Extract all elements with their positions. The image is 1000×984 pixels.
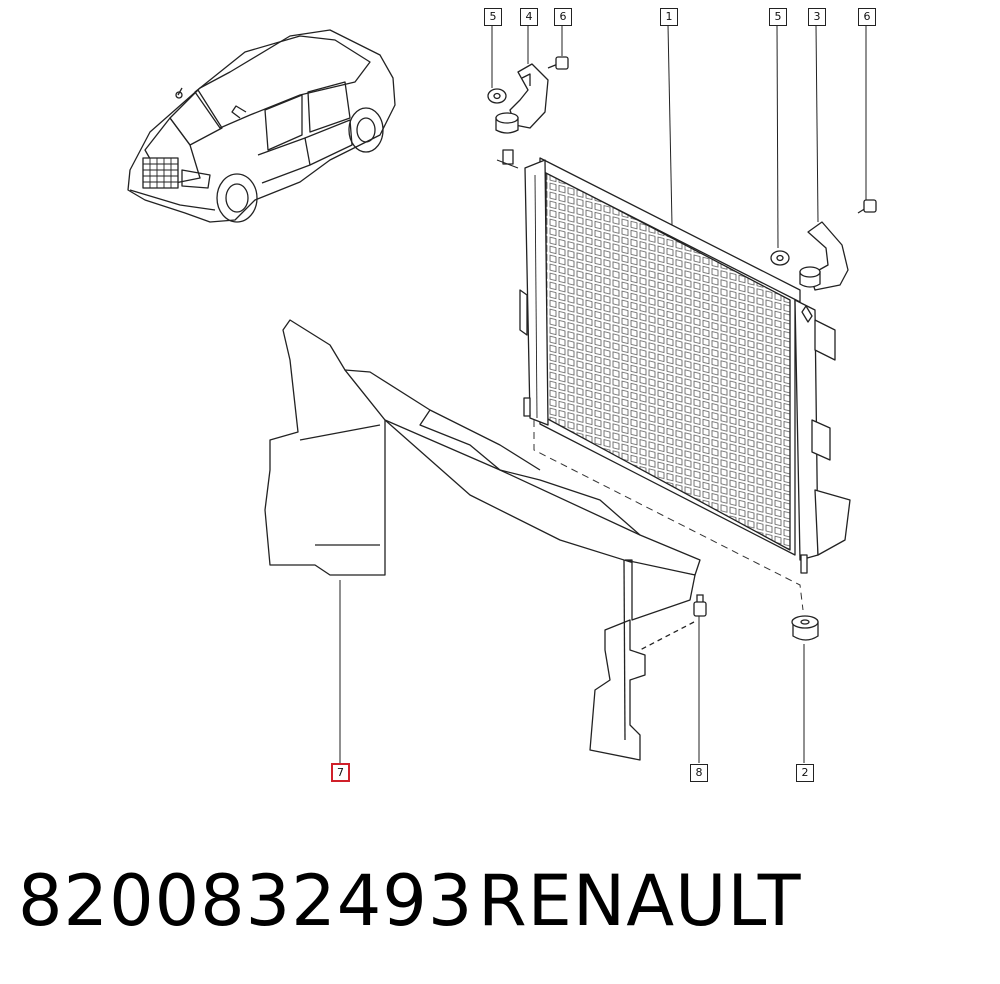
upper-bracket-left — [510, 64, 548, 128]
callout-5: 5 — [769, 8, 787, 26]
lower-bush — [792, 616, 818, 640]
parts-diagram: 5 4 6 1 5 3 6 7 8 2 — [0, 0, 1000, 830]
rubber-grommet — [488, 89, 789, 265]
leader-lines — [340, 25, 866, 763]
mounting-bush — [496, 113, 820, 287]
assembly-guide-line — [534, 420, 803, 610]
radiator — [497, 150, 850, 573]
callout-6: 6 — [858, 8, 876, 26]
exploded-view-drawing — [0, 0, 1000, 830]
car-thumbnail — [128, 30, 395, 222]
callout-3: 3 — [808, 8, 826, 26]
callout-6: 6 — [554, 8, 572, 26]
callout-5: 5 — [484, 8, 502, 26]
brand-name: RENAULT — [478, 860, 802, 942]
callout-4: 4 — [520, 8, 538, 26]
callout-1: 1 — [660, 8, 678, 26]
caption: 8200832493 RENAULT — [0, 860, 1000, 950]
callout-7-highlighted: 7 — [331, 763, 350, 782]
callout-2: 2 — [796, 764, 814, 782]
bolt — [548, 57, 876, 213]
part-number: 8200832493 — [18, 860, 474, 942]
air-deflector — [265, 320, 700, 760]
callout-8: 8 — [690, 764, 708, 782]
lower-bolt — [640, 595, 706, 650]
